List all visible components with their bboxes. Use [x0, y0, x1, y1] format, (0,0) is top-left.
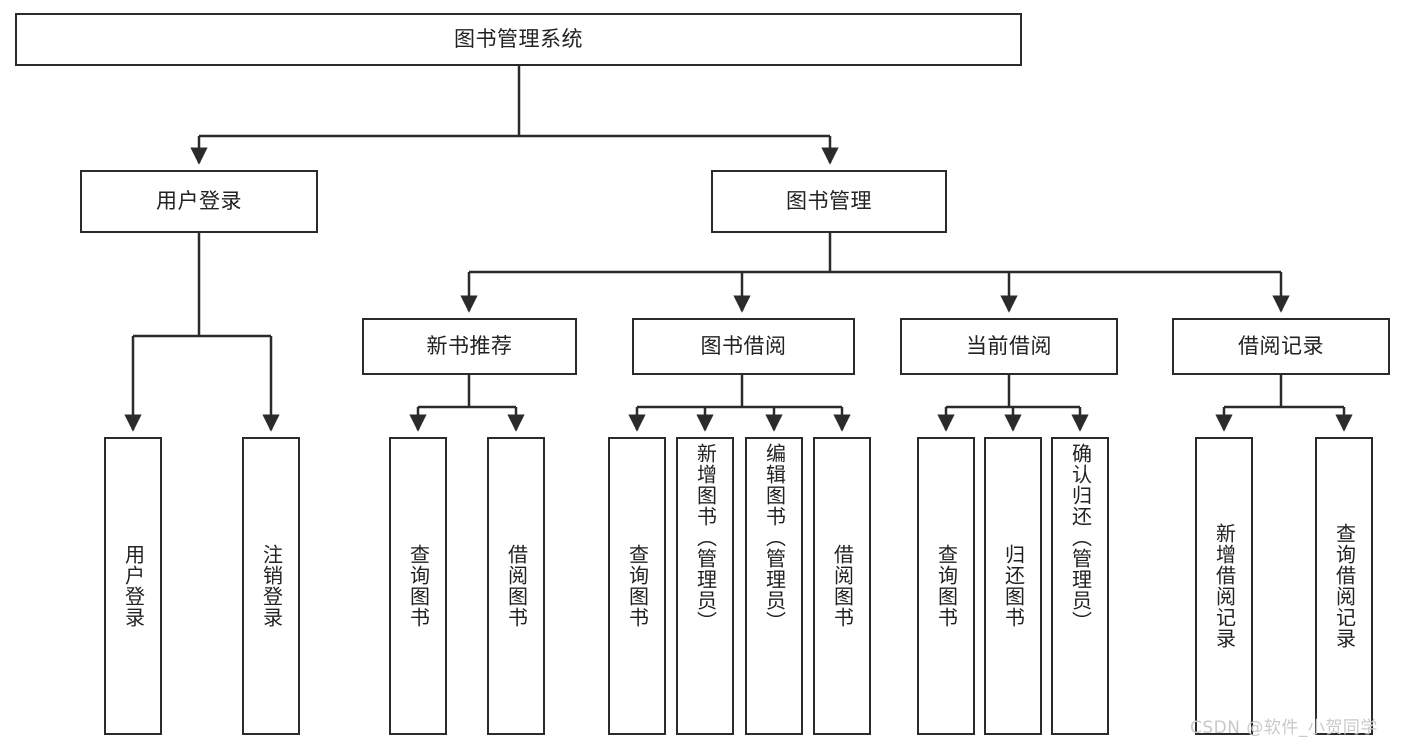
leaf-confirm-return-admin[interactable]: 确认归还（管理员）	[1051, 437, 1109, 735]
leaf-user-login[interactable]: 用户登录	[104, 437, 162, 735]
csdn-watermark: CSDN @软件_小贺同学	[1190, 718, 1378, 738]
node-user-login[interactable]: 用户登录	[80, 170, 318, 233]
leaf-query-borrow-record[interactable]: 查询借阅记录	[1315, 437, 1373, 735]
leaf-edit-book-admin[interactable]: 编辑图书（管理员）	[745, 437, 803, 735]
leaf-query-book-2[interactable]: 查询图书	[608, 437, 666, 735]
node-borrow-record[interactable]: 借阅记录	[1172, 318, 1390, 375]
node-book-management-system[interactable]: 图书管理系统	[15, 13, 1022, 66]
node-book-management[interactable]: 图书管理	[711, 170, 947, 233]
node-book-borrow[interactable]: 图书借阅	[632, 318, 855, 375]
leaf-query-book-1[interactable]: 查询图书	[389, 437, 447, 735]
leaf-return-book[interactable]: 归还图书	[984, 437, 1042, 735]
leaf-add-book-admin[interactable]: 新增图书（管理员）	[676, 437, 734, 735]
leaf-borrow-book-2[interactable]: 借阅图书	[813, 437, 871, 735]
node-new-book-recommend[interactable]: 新书推荐	[362, 318, 577, 375]
leaf-add-borrow-record[interactable]: 新增借阅记录	[1195, 437, 1253, 735]
leaf-logout-login[interactable]: 注销登录	[242, 437, 300, 735]
leaf-borrow-book-1[interactable]: 借阅图书	[487, 437, 545, 735]
node-current-borrow[interactable]: 当前借阅	[900, 318, 1118, 375]
leaf-query-book-3[interactable]: 查询图书	[917, 437, 975, 735]
